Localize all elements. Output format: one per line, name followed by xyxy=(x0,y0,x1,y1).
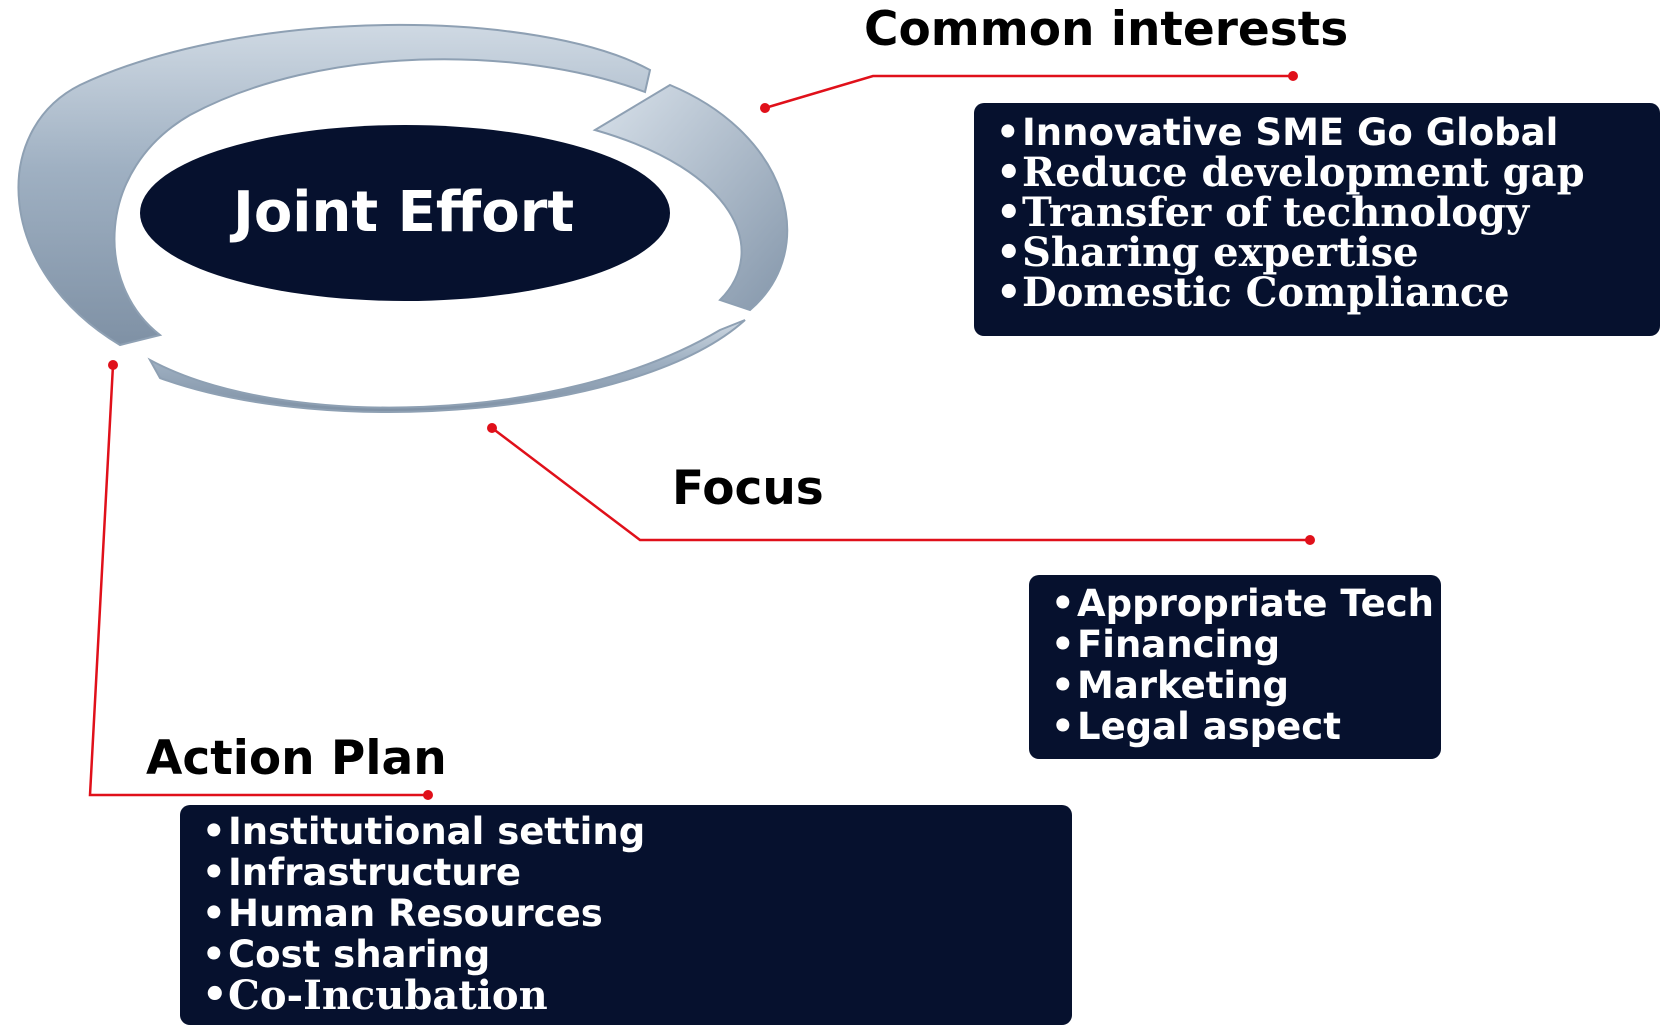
action-plan-heading: Action Plan xyxy=(146,731,447,786)
list-item: Cost sharing xyxy=(202,934,1072,975)
list-item: Infrastructure xyxy=(202,852,1072,893)
connector-dot xyxy=(1305,535,1315,545)
focus-heading: Focus xyxy=(672,461,824,516)
common-interests-box: Innovative SME Go Global Reduce developm… xyxy=(974,103,1660,336)
list-item: Appropriate Tech xyxy=(1051,583,1441,624)
list-item: Marketing xyxy=(1051,665,1441,706)
common-interests-list: Innovative SME Go Global Reduce developm… xyxy=(996,113,1660,314)
action-plan-box: Institutional setting Infrastructure Hum… xyxy=(180,805,1072,1025)
common-interests-heading: Common interests xyxy=(864,2,1349,57)
ring-arc-bottom xyxy=(147,319,746,413)
action-plan-list: Institutional setting Infrastructure Hum… xyxy=(202,811,1072,1016)
list-item: Human Resources xyxy=(202,893,1072,934)
list-item: Domestic Compliance xyxy=(996,273,1660,314)
connector-dot xyxy=(423,790,433,800)
list-item: Legal aspect xyxy=(1051,706,1441,747)
connector-action-plan xyxy=(88,364,428,797)
focus-list: Appropriate Tech Financing Marketing Leg… xyxy=(1051,583,1441,747)
ring-arc-right xyxy=(592,83,789,312)
list-item: Co-Incubation xyxy=(202,975,1072,1016)
connector-dot xyxy=(1288,71,1298,81)
connector-dot xyxy=(760,103,770,113)
list-item: Reduce development gap xyxy=(996,153,1660,194)
joint-effort-label: Joint Effort xyxy=(233,180,575,245)
list-item: Financing xyxy=(1051,624,1441,665)
connector-dot xyxy=(487,423,497,433)
ring-arc-left xyxy=(17,23,652,347)
list-item: Transfer of technology xyxy=(996,193,1660,234)
list-item: Institutional setting xyxy=(202,811,1072,852)
connector-common-interests xyxy=(764,74,1293,110)
joint-effort-ellipse xyxy=(140,125,670,301)
connector-focus xyxy=(491,427,1310,542)
focus-box: Appropriate Tech Financing Marketing Leg… xyxy=(1029,575,1441,759)
list-item: Sharing expertise xyxy=(996,233,1660,274)
connector-dot xyxy=(108,360,118,370)
list-item: Innovative SME Go Global xyxy=(996,113,1660,154)
